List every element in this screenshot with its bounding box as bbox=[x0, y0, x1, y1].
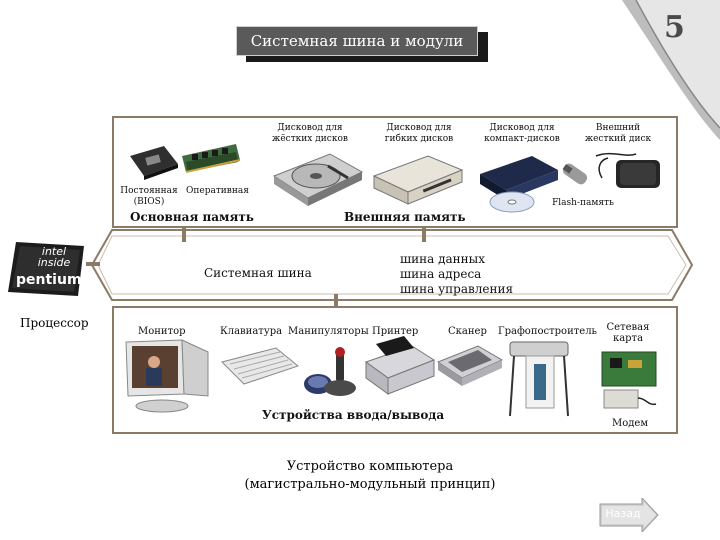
hard-disk-icon bbox=[272, 153, 364, 206]
plotter-label: Графопостроитель bbox=[498, 326, 597, 337]
manipulators-label: Манипуляторы bbox=[288, 326, 369, 337]
plotter-icon bbox=[509, 341, 569, 417]
title-box bbox=[236, 26, 478, 56]
caption-line-2: (магистрально-модульный принцип) bbox=[244, 477, 496, 492]
monitor-icon bbox=[125, 339, 209, 413]
diagram-caption: Устройство компьютера (магистрально-моду… bbox=[200, 458, 540, 494]
page-number: 5 bbox=[664, 10, 685, 45]
bios-chip-icon bbox=[130, 146, 178, 180]
external-memory-label: Внешняя память bbox=[344, 210, 466, 224]
page-curl-decoration bbox=[622, 0, 720, 140]
main-memory-label: Основная память bbox=[130, 210, 254, 224]
caption-line-1: Устройство компьютера bbox=[286, 459, 454, 474]
mouse-joystick-icon bbox=[304, 347, 356, 396]
scanner-icon bbox=[436, 345, 504, 386]
rom-label: Постоянная (BIOS) bbox=[120, 186, 178, 207]
cd-drive-icon bbox=[480, 156, 558, 213]
back-button-label: Назад bbox=[605, 507, 641, 520]
scanner-label: Сканер bbox=[448, 326, 487, 337]
modem-label: Модем bbox=[612, 418, 649, 429]
printer-icon bbox=[364, 336, 436, 395]
flash-and-external-hdd-icon bbox=[562, 152, 660, 188]
chip-intel-text: intel inside bbox=[37, 245, 71, 269]
control-bus-label: шина управления bbox=[400, 282, 514, 296]
keyboard-label: Клавиатура bbox=[220, 326, 283, 337]
arrow-right-icon bbox=[599, 496, 659, 534]
fdd-label: Дисковод для гибких дисков bbox=[384, 123, 454, 144]
memory-frame bbox=[112, 116, 678, 228]
network-card-modem-icon bbox=[601, 351, 657, 409]
keyboard-icon bbox=[221, 347, 300, 385]
pentium-chip-icon bbox=[8, 242, 84, 296]
ext-hdd-label: Внешний жесткий диск bbox=[584, 123, 652, 144]
network-card-label: Сетевая карта bbox=[606, 322, 650, 344]
processor-label: Процессор bbox=[20, 316, 89, 330]
ram-module-icon bbox=[182, 144, 241, 173]
data-bus-label: шина данных bbox=[400, 252, 485, 266]
hdd-label: Дисковод для жёстких дисков bbox=[272, 123, 348, 144]
ram-label: Оперативная bbox=[186, 186, 249, 196]
slide-title: Системная шина и модули bbox=[250, 32, 464, 50]
back-button[interactable]: Назад bbox=[598, 496, 660, 534]
system-bus-label: Системная шина bbox=[204, 266, 312, 280]
printer-label: Принтер bbox=[372, 326, 419, 337]
address-bus-label: шина адреса bbox=[400, 267, 482, 281]
io-frame bbox=[112, 306, 678, 434]
chip-pentium-text: pentium bbox=[16, 272, 82, 288]
floppy-drive-icon bbox=[372, 155, 464, 205]
io-devices-label: Устройства ввода/вывода bbox=[262, 408, 445, 422]
monitor-label: Монитор bbox=[138, 326, 186, 337]
flash-label: Flash-память bbox=[552, 198, 614, 208]
cd-label: Дисковод для компакт-дисков bbox=[484, 123, 560, 144]
